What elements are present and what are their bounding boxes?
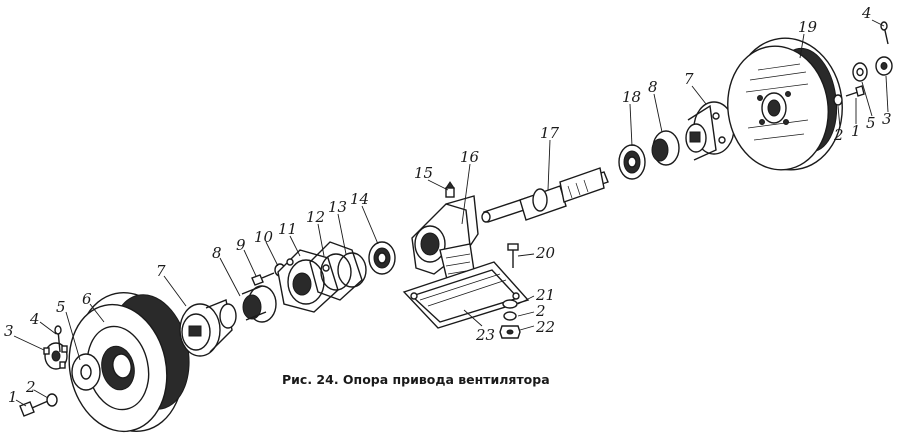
- callout-4-right: 4: [861, 4, 872, 22]
- callout-19: 19: [798, 18, 818, 36]
- callout-14: 14: [350, 190, 369, 208]
- bolt-1-right: [845, 85, 865, 97]
- callout-8-right: 8: [648, 78, 658, 96]
- shaft-17: [481, 167, 609, 223]
- base-plate-23: [402, 261, 530, 329]
- callout-8: 8: [212, 244, 222, 262]
- callout-16: 16: [460, 148, 480, 166]
- washer-5-left: [71, 353, 101, 391]
- washer-2-left: [46, 393, 58, 407]
- snap-ring-13: [337, 252, 367, 288]
- washer-21: [502, 299, 518, 309]
- gasket-12: [309, 241, 363, 301]
- bearing-18: [618, 144, 646, 180]
- callout-7-right: 7: [684, 70, 694, 88]
- castle-nut-3-right: [875, 56, 893, 76]
- callout-21: 21: [535, 286, 555, 304]
- callout-12: 12: [306, 208, 325, 226]
- bolt-20: [507, 243, 519, 268]
- callout-18: 18: [622, 88, 641, 106]
- sleeve-8-right: [651, 130, 680, 166]
- pulley-19: [727, 37, 843, 171]
- callout-1: 1: [8, 388, 18, 406]
- washer-5-right: [852, 62, 868, 82]
- callout-2-bottom: 2: [535, 302, 546, 320]
- bearing-14: [368, 241, 396, 275]
- callout-2-right: 2: [833, 126, 844, 144]
- sleeve-8-left: [241, 285, 277, 323]
- washer-2-right: [833, 94, 843, 106]
- callout-11: 11: [278, 220, 297, 238]
- callout-labels: 1 2 3 4 5 6 7 8 9 10 11 12 13 14 15 16 1…: [4, 4, 892, 406]
- figure-caption: Рис. 24. Опора привода вентилятора: [282, 372, 550, 387]
- oiler-15: [445, 181, 455, 198]
- callout-10: 10: [254, 228, 274, 246]
- callout-4: 4: [29, 310, 40, 328]
- cover-11: [277, 249, 339, 313]
- nut-22: [499, 325, 521, 339]
- callout-3: 3: [4, 322, 14, 340]
- leader-lines: [13, 19, 889, 407]
- hub-7-right: [685, 101, 735, 161]
- callout-5-right: 5: [866, 114, 876, 132]
- callout-17: 17: [540, 124, 560, 142]
- callout-23: 23: [475, 326, 495, 344]
- callout-13: 13: [328, 198, 347, 216]
- callout-20: 20: [535, 244, 556, 262]
- pulley-6: [68, 291, 190, 433]
- castle-nut-3-left: [43, 342, 68, 370]
- callout-7: 7: [156, 262, 166, 280]
- bolt-1-left: [19, 400, 49, 417]
- callout-6: 6: [82, 290, 92, 308]
- callout-15: 15: [414, 164, 433, 182]
- callout-1-right: 1: [851, 122, 861, 140]
- washer-2-bottom: [503, 311, 517, 321]
- cotter-pin-4-left: [54, 325, 62, 353]
- hub-7-left: [179, 299, 237, 357]
- callout-2: 2: [25, 378, 36, 396]
- callout-22: 22: [535, 318, 555, 336]
- callout-3-right: 3: [882, 110, 892, 128]
- bolt-9: [251, 272, 275, 286]
- callout-9: 9: [236, 236, 246, 254]
- callout-5: 5: [56, 298, 66, 316]
